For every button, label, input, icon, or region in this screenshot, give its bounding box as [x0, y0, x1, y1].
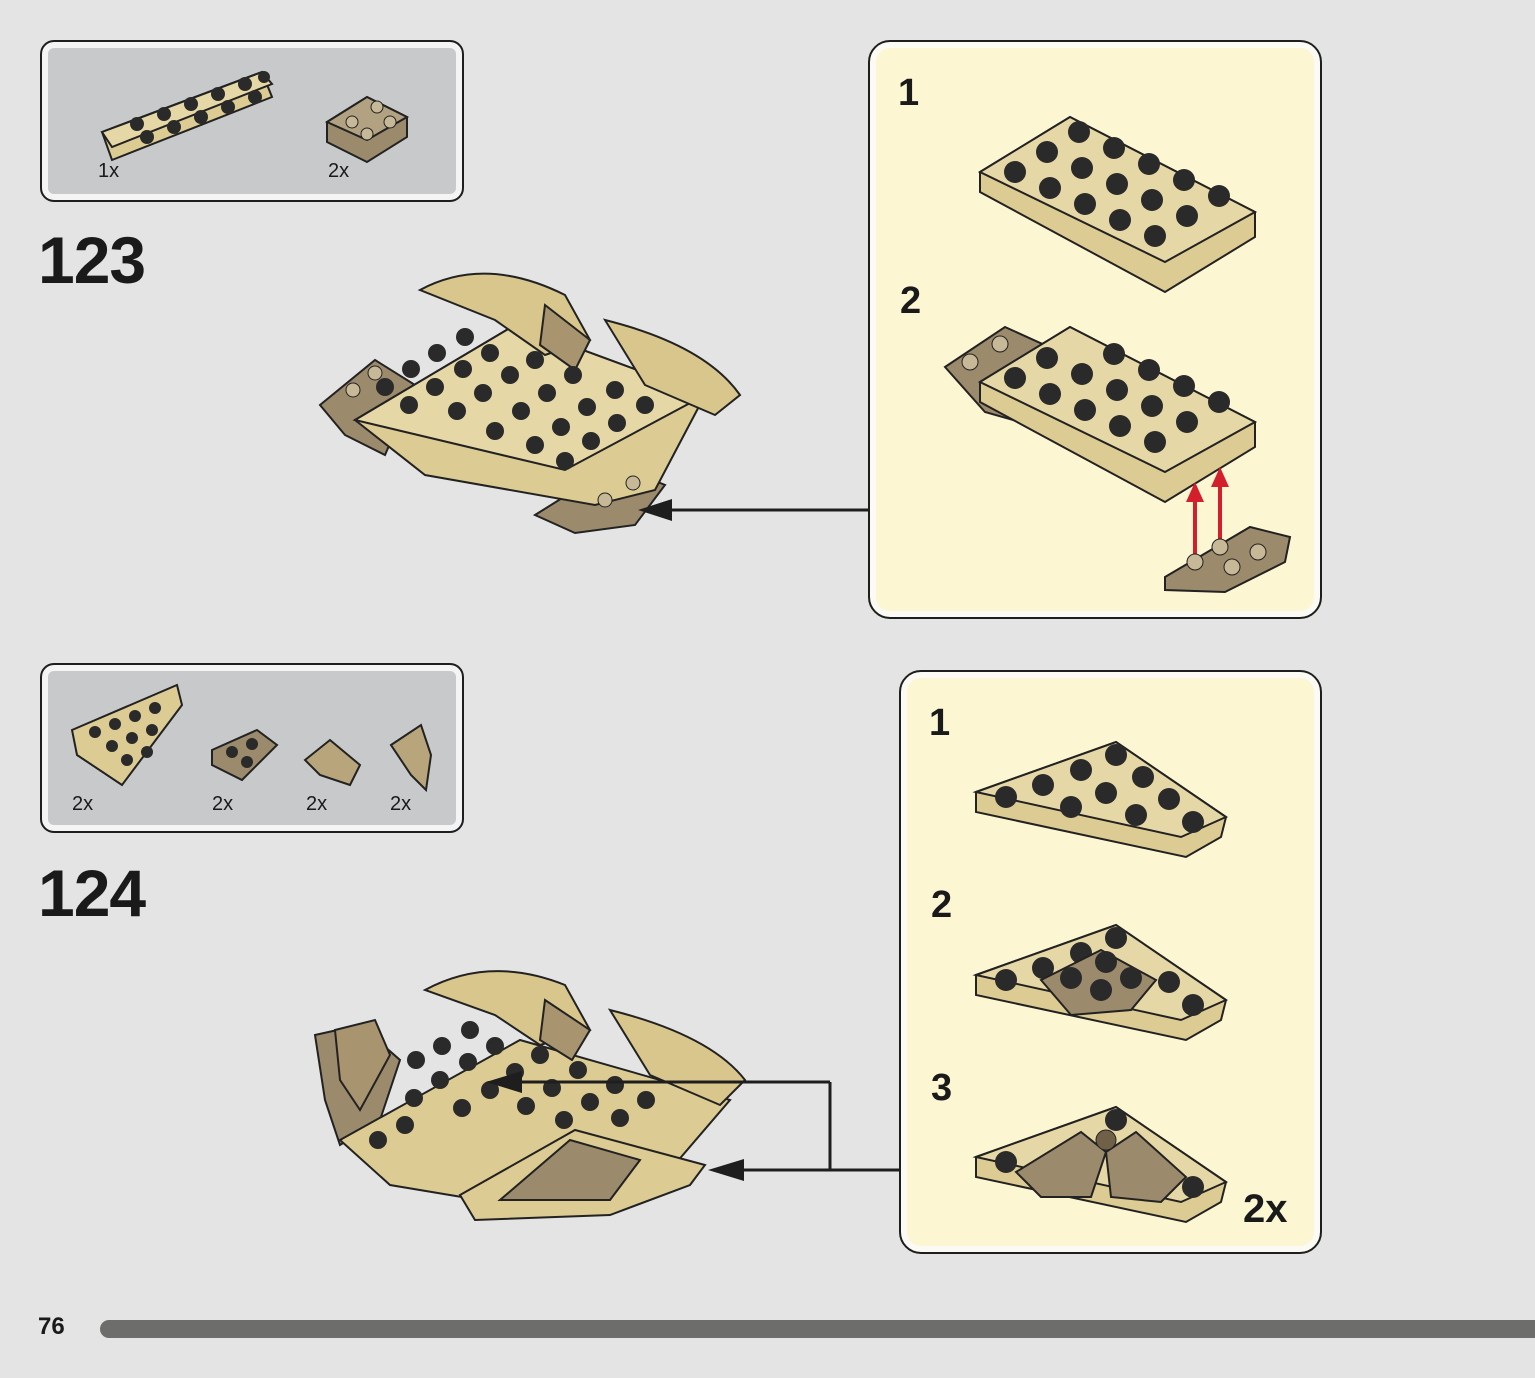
callout-arrows-124 — [486, 1071, 900, 1181]
substep-number: 1 — [929, 702, 951, 744]
assembly-step-123 — [318, 272, 742, 535]
part-qty: 2x — [328, 160, 350, 182]
substep-number: 3 — [931, 1067, 953, 1109]
tan-wedge-plate-icon — [972, 740, 1229, 859]
progress-bar — [100, 1320, 1535, 1338]
tan-wedge-plate-icon — [70, 683, 184, 787]
step-number: 124 — [38, 856, 146, 930]
tan-slope-right-icon — [389, 723, 433, 793]
page-number: 76 — [38, 1313, 65, 1340]
parts-list-step-123: 1x 2x — [40, 40, 464, 202]
dark-tan-inverted-slope-icon — [324, 95, 410, 164]
substep-multiplier: 2x — [1243, 1187, 1288, 1231]
substep-callout-124: 1 2 3 2x — [899, 670, 1322, 1254]
dark-tan-wedge-plate-icon — [211, 728, 279, 782]
part-qty: 2x — [212, 793, 234, 815]
tan-plate-2x6-icon — [100, 70, 274, 162]
tan-plate-2x6-icon — [977, 115, 1258, 294]
substep-number: 1 — [898, 72, 920, 114]
part-qty: 2x — [390, 793, 412, 815]
callout-arrow-123 — [638, 499, 870, 521]
plate-with-slopes-icon — [943, 325, 1292, 594]
part-qty: 2x — [306, 793, 328, 815]
part-qty: 1x — [98, 160, 120, 182]
wedge-plate-with-dark-icon — [972, 923, 1229, 1042]
substep-callout-123: 1 2 — [868, 40, 1322, 619]
substep-number: 2 — [931, 884, 953, 926]
wedge-plate-with-slopes-icon — [972, 1105, 1229, 1224]
substep-number: 2 — [900, 280, 922, 322]
tan-slope-left-icon — [303, 738, 362, 787]
step-number: 123 — [38, 223, 146, 297]
part-qty: 2x — [72, 793, 94, 815]
parts-list-step-124: 2x 2x 2x 2x — [40, 663, 464, 833]
